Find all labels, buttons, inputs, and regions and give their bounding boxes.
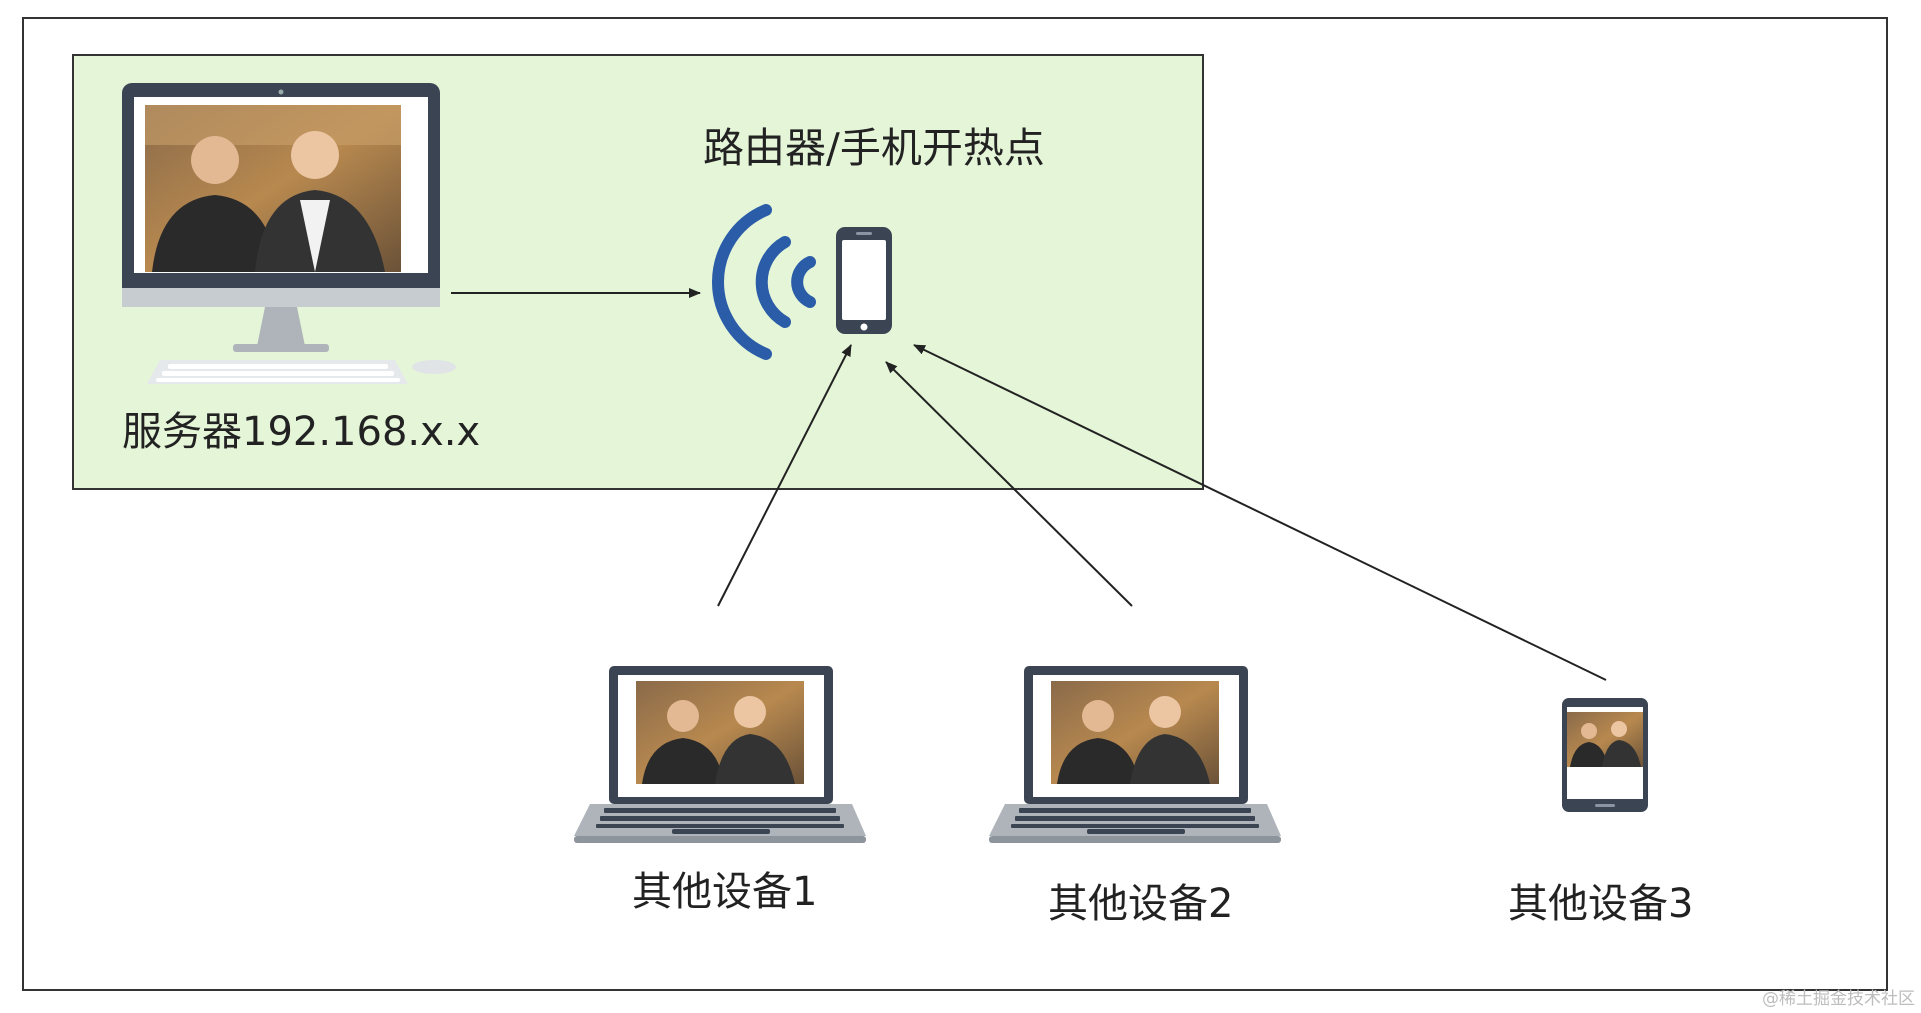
desktop-computer-icon <box>122 83 440 352</box>
arrow-device1-to-router <box>717 344 852 607</box>
device-3-label: 其他设备3 <box>1508 881 1694 927</box>
keyboard-icon <box>147 360 408 384</box>
laptop-icon <box>989 666 1281 843</box>
device-2-label: 其他设备2 <box>1048 881 1234 927</box>
watermark: @稀土掘金技术社区 <box>1762 989 1915 1009</box>
screen-photo-desktop <box>145 105 401 272</box>
device-1-label: 其他设备1 <box>632 869 818 915</box>
tablet-icon <box>1562 698 1648 812</box>
connection-arrows <box>451 288 1607 681</box>
mouse-icon <box>412 360 456 374</box>
smartphone-icon <box>836 227 892 334</box>
laptop-icon <box>574 666 866 843</box>
router-label: 路由器/手机开热点 <box>703 124 1045 172</box>
diagram-frame <box>22 17 1888 991</box>
server-label: 服务器192.168.x.x <box>122 409 481 455</box>
arrow-device3-to-router <box>913 344 1607 681</box>
arrow-device2-to-router <box>885 361 1133 607</box>
wifi-signal-icon <box>712 204 816 360</box>
